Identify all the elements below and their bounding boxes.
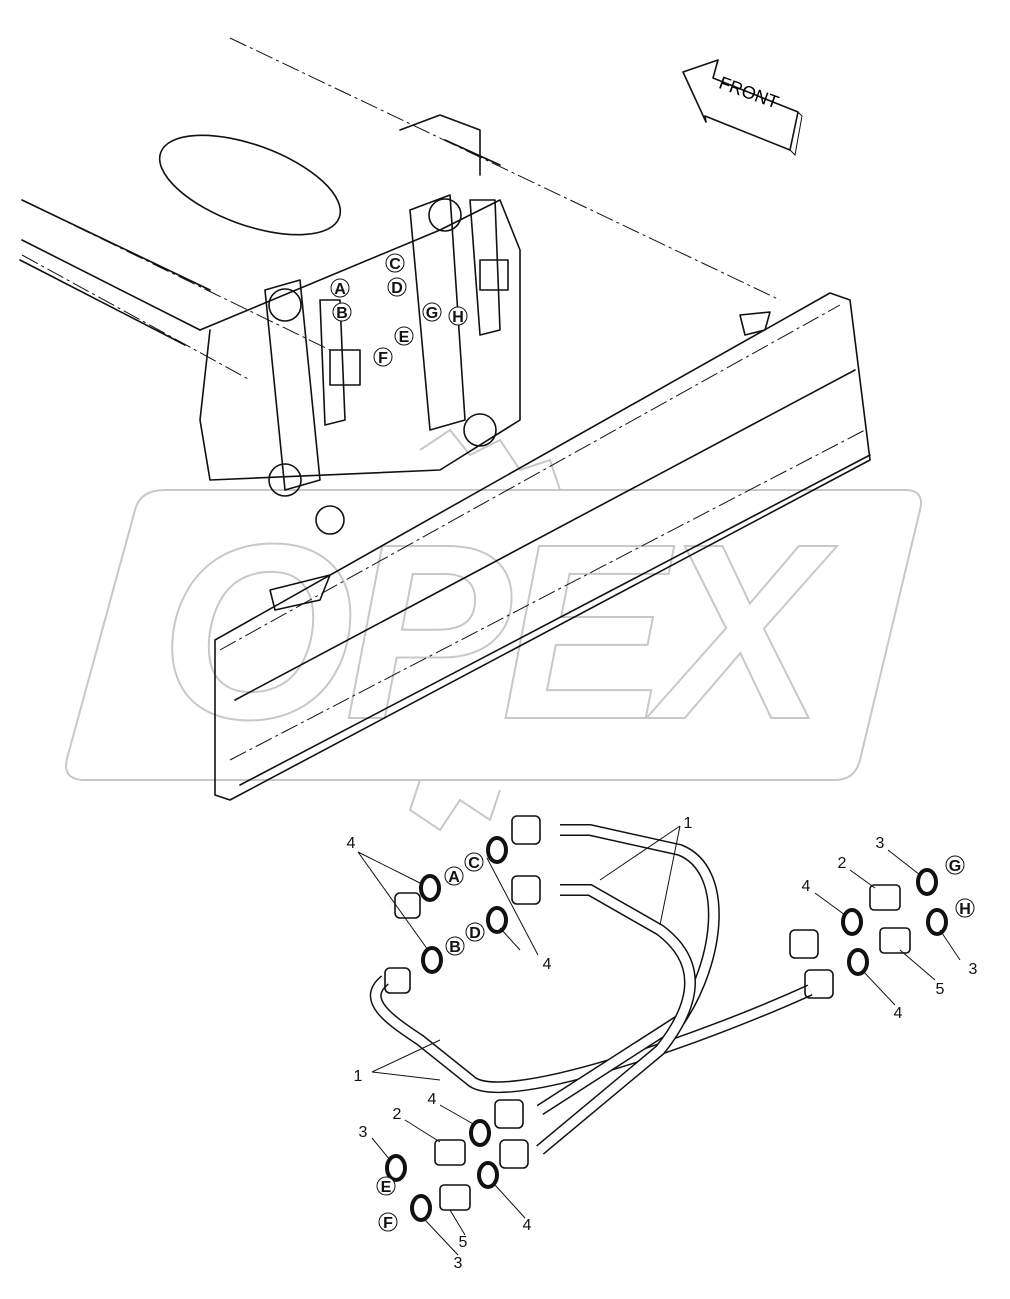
- port-label-e: E: [399, 329, 410, 346]
- callout-4: 4: [428, 1091, 437, 1108]
- callout-1: 1: [684, 815, 693, 832]
- callout-a: A: [448, 869, 460, 886]
- callout-2: 2: [393, 1106, 402, 1123]
- port-label-f: F: [378, 350, 388, 367]
- callout-e: E: [381, 1179, 392, 1196]
- callout-g: G: [949, 858, 961, 875]
- port-label-h-circle: [448, 306, 468, 326]
- callout-h: H: [959, 901, 971, 918]
- leader-lines: [357, 825, 961, 1256]
- callout-b: B: [449, 939, 461, 956]
- callout-e-circle: [376, 1176, 396, 1196]
- port-label-d-circle: [387, 277, 407, 297]
- port-label-e-circle: [394, 326, 414, 346]
- callout-5: 5: [936, 981, 945, 998]
- callout-4: 4: [802, 878, 811, 895]
- callout-a-circle: [444, 866, 464, 886]
- port-label-h: H: [452, 309, 464, 326]
- callout-3: 3: [969, 961, 978, 978]
- callout-3: 3: [876, 835, 885, 852]
- callout-4: 4: [523, 1217, 532, 1234]
- opex-watermark: OPEX: [65, 428, 922, 832]
- hose-nuts: [384, 815, 834, 1169]
- callout-3: 3: [359, 1124, 368, 1141]
- callout-2: 2: [838, 855, 847, 872]
- machine-frame: [19, 37, 781, 535]
- callout-b-circle: [445, 936, 465, 956]
- callout-1: 1: [354, 1068, 363, 1085]
- o-rings: [385, 836, 948, 1222]
- callout-4: 4: [543, 956, 552, 973]
- hydraulic-hoses: [369, 815, 911, 1211]
- port-label-a-circle: [330, 278, 350, 298]
- port-label-b: B: [336, 305, 348, 322]
- port-label-f-circle: [373, 347, 393, 367]
- callout-f-circle: [378, 1212, 398, 1232]
- callout-c-circle: [464, 852, 484, 872]
- adapters: [434, 884, 911, 1211]
- callout-c: C: [468, 855, 480, 872]
- port-label-c-circle: [385, 253, 405, 273]
- callout-h-circle: [955, 898, 975, 918]
- front-direction-arrow: FRONT: [682, 59, 803, 157]
- port-label-d: D: [391, 280, 403, 297]
- port-label-a: A: [334, 281, 346, 298]
- callout-d-circle: [465, 922, 485, 942]
- port-label-g: G: [426, 305, 438, 322]
- callout-4: 4: [894, 1005, 903, 1022]
- front-label: FRONT: [716, 73, 781, 113]
- watermark-text: OPEX: [160, 492, 838, 771]
- callout-d: D: [469, 925, 481, 942]
- callout-4: 4: [347, 835, 356, 852]
- dozer-blade: [214, 292, 871, 801]
- port-label-b-circle: [332, 302, 352, 322]
- port-label-g-circle: [422, 302, 442, 322]
- callout-3: 3: [454, 1255, 463, 1272]
- callout-f: F: [383, 1215, 393, 1232]
- port-label-c: C: [389, 256, 401, 273]
- callout-g-circle: [945, 855, 965, 875]
- callout-5: 5: [459, 1234, 468, 1251]
